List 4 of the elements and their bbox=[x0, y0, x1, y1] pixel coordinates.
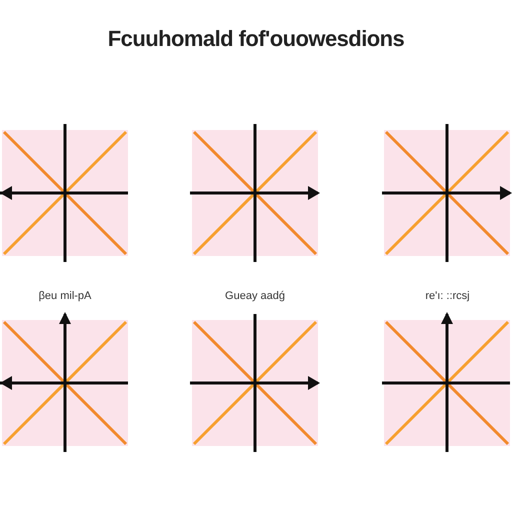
title: Fcuuhomald fof'ouowesdions bbox=[108, 26, 404, 51]
caption-label: Gueay aadǵ bbox=[225, 290, 285, 302]
caption-label: βeu mil-pA bbox=[38, 290, 92, 302]
caption-label: re'ı: ::rcsj bbox=[425, 290, 470, 302]
